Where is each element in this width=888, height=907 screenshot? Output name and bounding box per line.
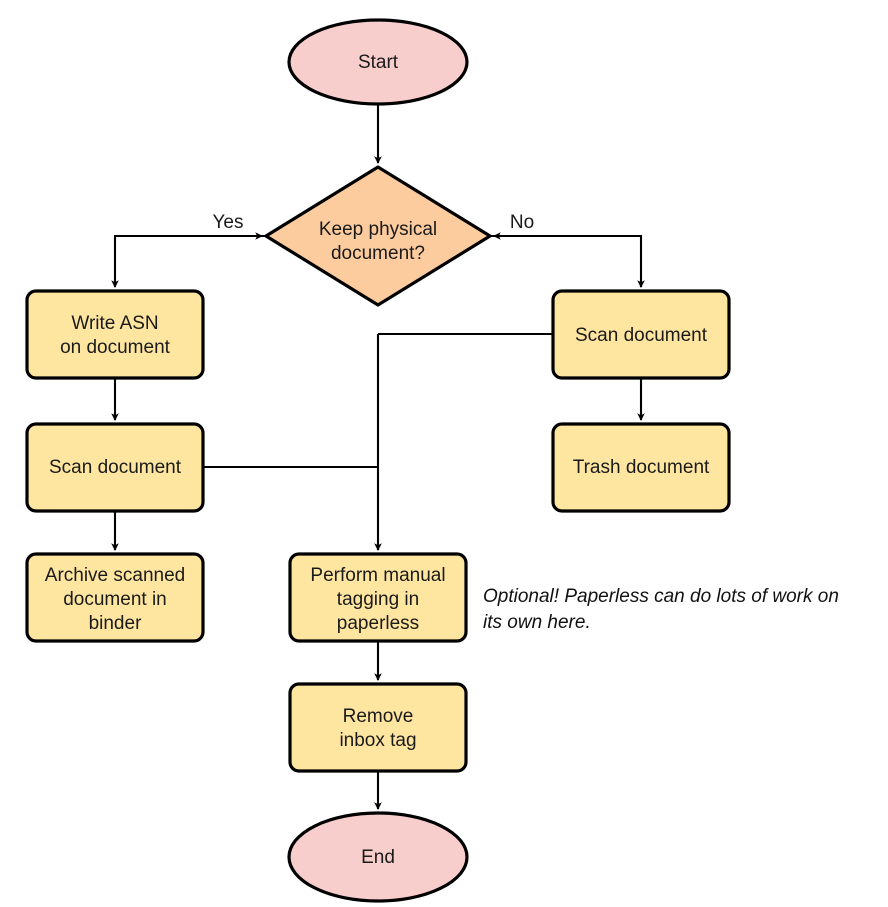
edge-decision-no — [490, 234, 645, 289]
write-asn-rect-shape[interactable] — [25, 289, 205, 380]
remove-inbox-tag-rect-shape[interactable] — [288, 682, 468, 773]
remove-inbox-tag-label-line2: inbox tag — [339, 730, 416, 751]
manual-tagging-label-line1: Perform manual — [310, 565, 445, 586]
scan-document-right-rect-shape[interactable] — [551, 289, 731, 380]
annotation-optional-note: Optional! Paperless can do lots of work … — [483, 586, 839, 633]
node-scan-document-right[interactable]: Scan document — [551, 289, 731, 380]
end-ellipse-shape[interactable] — [287, 811, 469, 903]
trash-document-rect-shape[interactable] — [551, 422, 731, 513]
write-asn-label-line2: on document — [60, 337, 171, 358]
optional-note-line2: its own here. — [483, 612, 591, 633]
write-asn-label-line1: Write ASN — [71, 313, 158, 334]
edge-label-no: No — [510, 212, 534, 233]
manual-tagging-label-line2: tagging in — [337, 589, 419, 610]
end-label: End — [361, 847, 395, 868]
decision-label-line1: Keep physical — [319, 219, 437, 240]
edge-label-yes: Yes — [213, 212, 244, 233]
node-write-asn[interactable]: Write ASN on document — [25, 289, 205, 380]
decision-label-line2: document? — [331, 243, 425, 264]
node-manual-tagging[interactable]: Perform manual tagging in paperless — [288, 552, 468, 643]
scan-document-left-label: Scan document — [49, 457, 182, 478]
node-scan-document-left[interactable]: Scan document — [25, 422, 205, 513]
start-ellipse-shape[interactable] — [287, 18, 469, 106]
node-end[interactable]: End — [287, 811, 469, 903]
edge-decision-yes — [111, 234, 266, 289]
start-label: Start — [358, 52, 399, 73]
scan-document-left-rect-shape[interactable] — [25, 422, 205, 513]
remove-inbox-tag-label-line1: Remove — [343, 706, 414, 727]
archive-binder-rect-shape[interactable] — [25, 552, 205, 643]
optional-note-line1: Optional! Paperless can do lots of work … — [483, 586, 839, 607]
node-decision-keep-physical[interactable]: Keep physical document? — [264, 165, 492, 307]
decision-diamond-shape[interactable] — [264, 165, 492, 307]
manual-tagging-label-line3: paperless — [337, 613, 419, 634]
node-start[interactable]: Start — [287, 18, 469, 106]
node-trash-document[interactable]: Trash document — [551, 422, 731, 513]
edge-label-layer: Yes No — [213, 212, 535, 233]
node-archive-binder[interactable]: Archive scanned document in binder — [25, 552, 205, 643]
archive-binder-label-line3: binder — [89, 613, 142, 634]
manual-tagging-rect-shape[interactable] — [288, 552, 468, 643]
node-remove-inbox-tag[interactable]: Remove inbox tag — [288, 682, 468, 773]
archive-binder-label-line1: Archive scanned — [45, 565, 185, 586]
archive-binder-label-line2: document in — [63, 589, 167, 610]
edge-layer — [111, 104, 645, 811]
trash-document-label: Trash document — [573, 457, 710, 478]
scan-document-right-label: Scan document — [575, 325, 708, 346]
